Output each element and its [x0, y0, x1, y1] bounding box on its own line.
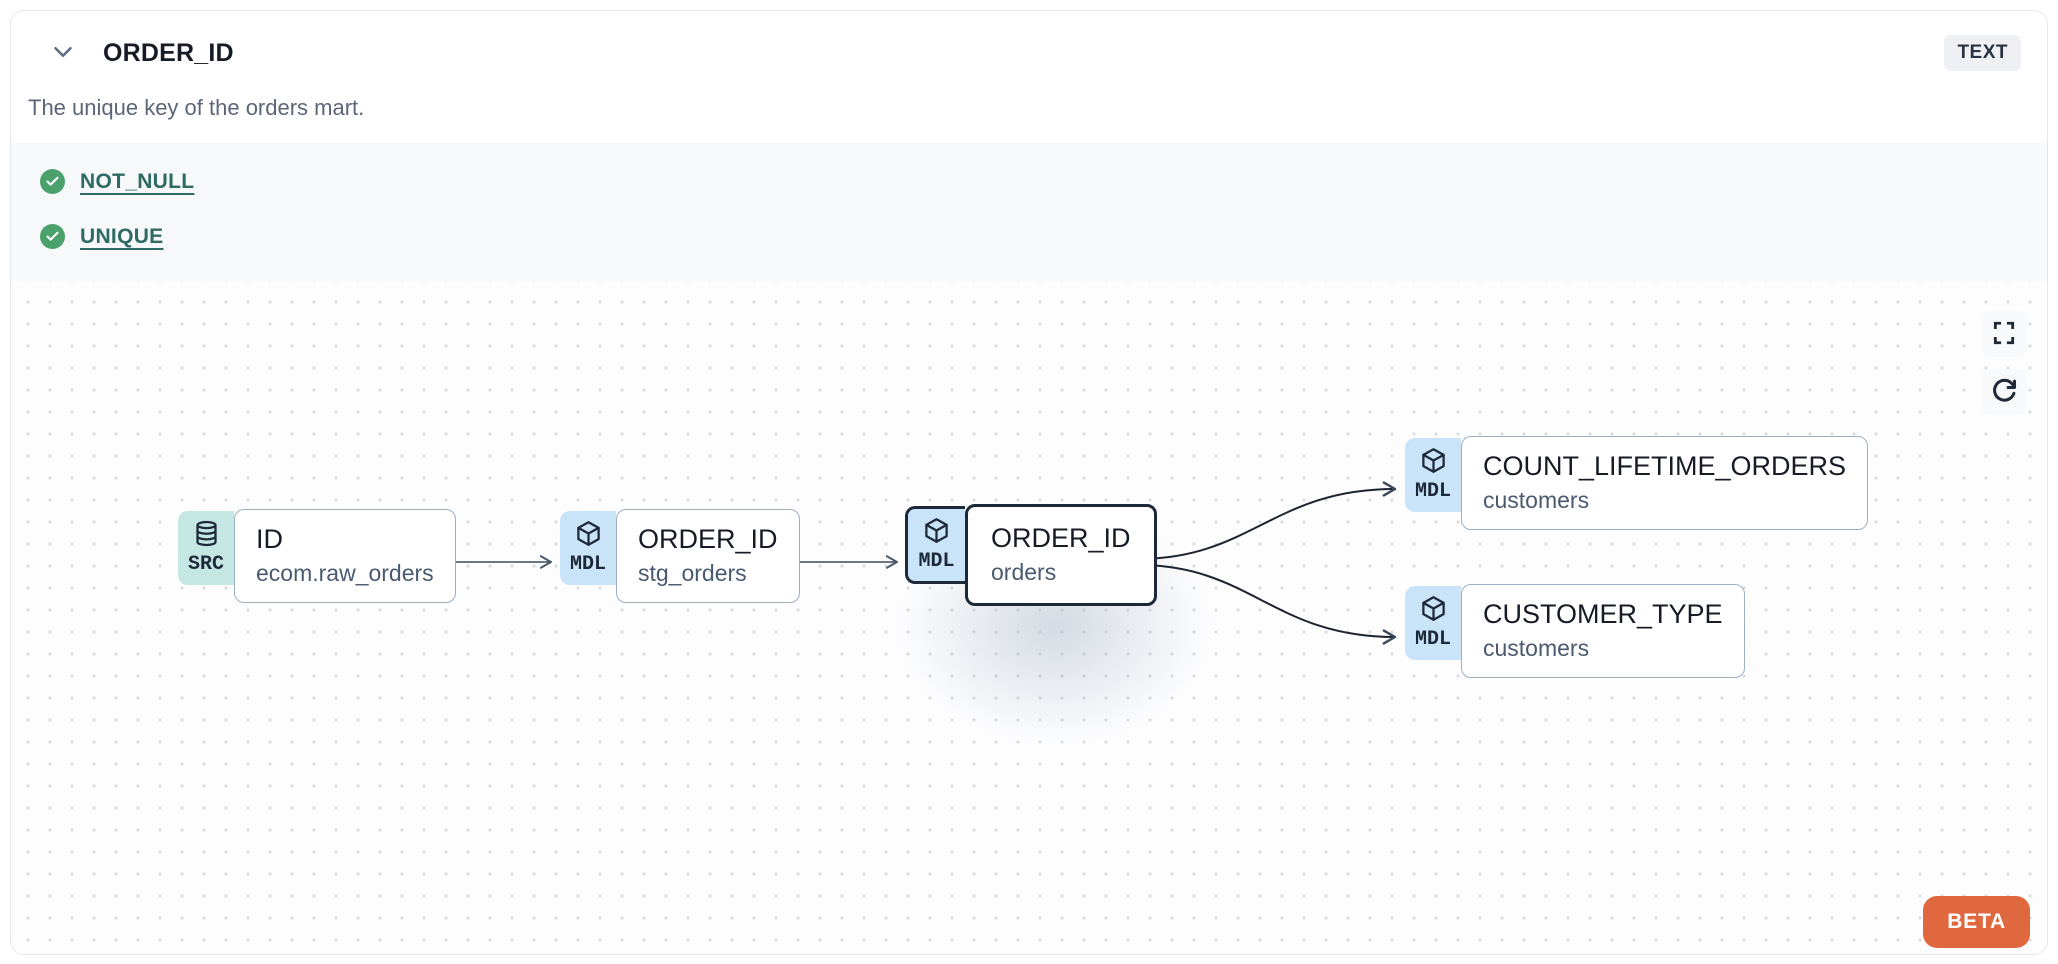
lineage-node-customer-type[interactable]: MDL CUSTOMER_TYPE customers [1405, 584, 1745, 678]
database-icon [193, 520, 220, 552]
cube-icon [1420, 595, 1447, 627]
lineage-node-count-lifetime-orders[interactable]: MDL COUNT_LIFETIME_ORDERS customers [1405, 436, 1869, 530]
cube-icon [575, 520, 602, 552]
card-header: ORDER_ID TEXT [11, 11, 2047, 71]
lineage-node-stg-orders[interactable]: MDL ORDER_ID stg_orders [560, 509, 800, 603]
lineage-canvas[interactable]: SRC ID ecom.raw_orders MDL ORDER_ID stg_… [11, 281, 2047, 954]
cube-icon [1420, 447, 1447, 479]
chevron-down-icon [48, 37, 78, 70]
fullscreen-button[interactable] [1981, 311, 2027, 357]
reset-view-button[interactable] [1981, 369, 2027, 415]
node-title: ID [256, 524, 283, 554]
node-type-badge: SRC [178, 511, 234, 585]
tests-section: NOT_NULL UNIQUE [11, 143, 2047, 281]
node-type-badge: MDL [560, 511, 616, 585]
lineage-node-src-id[interactable]: SRC ID ecom.raw_orders [178, 509, 456, 603]
node-subtitle: stg_orders [638, 560, 747, 586]
node-badge-label: SRC [187, 553, 224, 576]
test-pass-check-icon [40, 169, 65, 194]
node-badge-label: MDL [569, 553, 606, 576]
node-subtitle: ecom.raw_orders [256, 560, 434, 586]
node-title: COUNT_LIFETIME_ORDERS [1483, 451, 1847, 481]
node-badge-label: MDL [1414, 628, 1451, 651]
node-title: ORDER_ID [991, 523, 1131, 553]
collapse-toggle-button[interactable] [47, 37, 79, 69]
node-body: ID ecom.raw_orders [234, 509, 456, 603]
node-body: CUSTOMER_TYPE customers [1461, 584, 1745, 678]
node-subtitle: orders [991, 559, 1057, 585]
node-title: ORDER_ID [638, 524, 778, 554]
test-link-unique[interactable]: UNIQUE [80, 224, 164, 248]
column-description: The unique key of the orders mart. [28, 95, 365, 120]
test-row-unique: UNIQUE [40, 224, 2047, 249]
node-badge-label: MDL [1414, 480, 1451, 503]
cube-icon [923, 517, 950, 549]
column-title: ORDER_ID [103, 38, 234, 67]
canvas-controls [1981, 311, 2027, 415]
node-type-badge: MDL [1405, 438, 1461, 512]
column-type-badge: TEXT [1944, 35, 2021, 71]
test-pass-check-icon [40, 224, 65, 249]
node-badge-label: MDL [918, 550, 955, 573]
column-details-card: ORDER_ID TEXT The unique key of the orde… [10, 10, 2048, 955]
beta-badge: BETA [1923, 896, 2030, 948]
node-title: CUSTOMER_TYPE [1483, 599, 1723, 629]
node-subtitle: customers [1483, 487, 1590, 513]
fullscreen-icon [1991, 320, 2017, 349]
test-row-not-null: NOT_NULL [40, 169, 2047, 194]
node-type-badge: MDL [1405, 586, 1461, 660]
refresh-icon [1990, 377, 2018, 408]
node-body: ORDER_ID orders [965, 504, 1157, 606]
node-subtitle: customers [1483, 635, 1590, 661]
lineage-node-orders-selected[interactable]: MDL ORDER_ID orders [905, 504, 1157, 606]
node-body: COUNT_LIFETIME_ORDERS customers [1461, 436, 1869, 530]
node-type-badge: MDL [905, 506, 965, 584]
node-body: ORDER_ID stg_orders [616, 509, 800, 603]
test-link-not-null[interactable]: NOT_NULL [80, 169, 195, 193]
